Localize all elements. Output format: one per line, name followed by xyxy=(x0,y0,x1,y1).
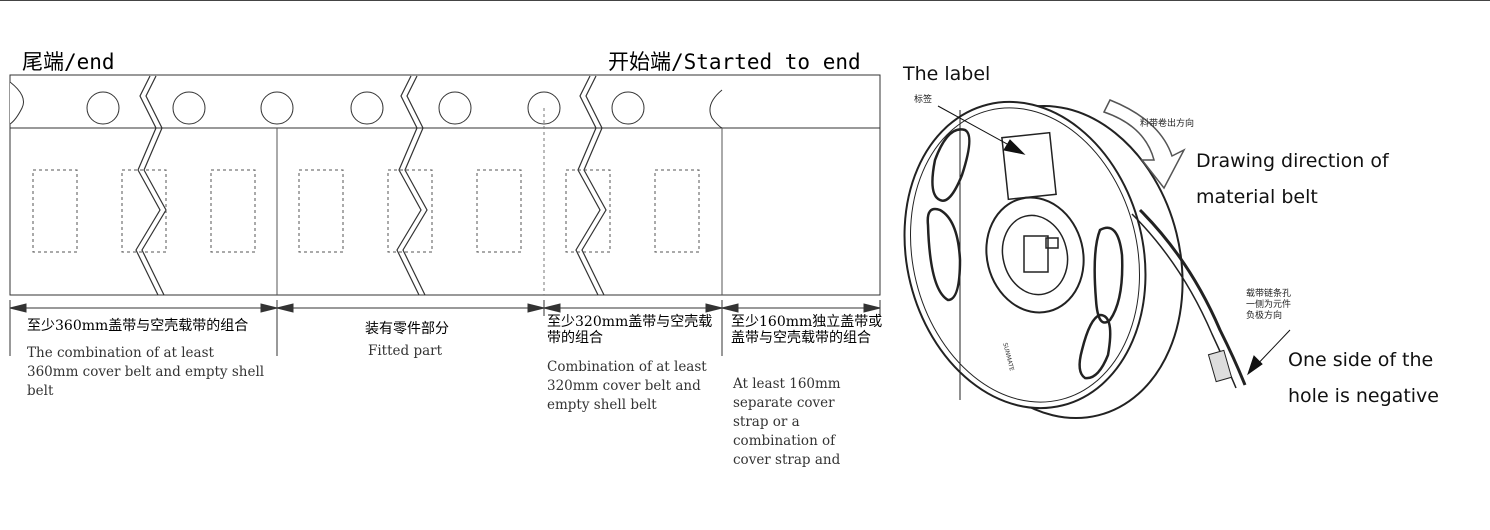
hole-zh: 载带链条孔一侧为元件负极方向 xyxy=(1246,289,1292,321)
tape-start-label: 开始端/Started to end xyxy=(608,50,861,74)
component-pocket xyxy=(387,169,433,253)
dimension-arrow xyxy=(543,303,561,313)
direction-en: Drawing direction of material belt xyxy=(1196,150,1389,208)
component-pocket xyxy=(121,169,167,253)
tape-break xyxy=(135,75,161,296)
dimension-arrow xyxy=(276,303,294,313)
tape-end-label: 尾端/end xyxy=(22,50,115,74)
reel-window xyxy=(1078,313,1112,380)
dimension-arrow xyxy=(527,303,545,313)
reel-front-flange xyxy=(903,100,1147,410)
tape-break xyxy=(402,75,428,296)
section-4-zh: 至少160mm独立盖带或盖带与空壳载带的组合 xyxy=(731,314,883,346)
component-pocket xyxy=(565,169,611,253)
component-pocket xyxy=(210,169,256,253)
hole-en: One side of the hole is negative xyxy=(1288,349,1439,407)
tape-start-notch xyxy=(709,89,723,129)
dimension-arrow xyxy=(705,303,723,313)
section-1-en: The combination of at least 360mm cover … xyxy=(27,345,265,399)
section-3-zh: 至少320mm盖带与空壳载带的组合 xyxy=(547,314,713,346)
label-pointer xyxy=(937,105,1019,151)
section-3-en: Combination of at least 320mm cover belt… xyxy=(547,359,707,413)
sprocket-hole xyxy=(86,91,120,125)
dimension-arrow xyxy=(721,303,739,313)
component-pocket xyxy=(476,169,522,253)
tape-break xyxy=(396,75,422,296)
reel-window xyxy=(931,128,971,202)
dimension-arrow xyxy=(260,303,278,313)
reel-window xyxy=(1093,226,1124,324)
section-2-en: Fitted part xyxy=(368,343,443,359)
section-1-zh: 至少360mm盖带与空壳载带的组合 xyxy=(27,318,249,334)
sprocket-hole xyxy=(527,91,561,125)
sprocket-hole xyxy=(172,91,206,125)
tape-body xyxy=(9,74,881,296)
section-2-zh: 装有零件部分 xyxy=(365,321,449,337)
carrier-tape-diagram xyxy=(9,74,881,356)
sprocket-hole xyxy=(350,91,384,125)
drawing-direction-arrow xyxy=(1102,99,1186,190)
sprocket-hole xyxy=(611,91,645,125)
top-border xyxy=(0,0,1490,1)
component-pocket xyxy=(298,169,344,253)
tape-break xyxy=(141,75,167,296)
reel-label-text: The label xyxy=(903,63,991,85)
reel-label xyxy=(1001,131,1057,201)
dimension-arrow xyxy=(9,303,27,313)
reel-label-zh: 标签 xyxy=(914,95,933,105)
direction-zh: 料带卷出方向 xyxy=(1140,119,1195,129)
material-belt xyxy=(1138,208,1247,386)
tape-end-notch xyxy=(9,81,24,125)
component-pocket xyxy=(32,169,78,253)
dimension-arrow xyxy=(863,303,881,313)
sprocket-hole xyxy=(438,91,472,125)
sprocket-hole xyxy=(260,91,294,125)
section-4-en: At least 160mm separate cover strap or a… xyxy=(733,376,841,468)
component-pocket xyxy=(654,169,700,253)
